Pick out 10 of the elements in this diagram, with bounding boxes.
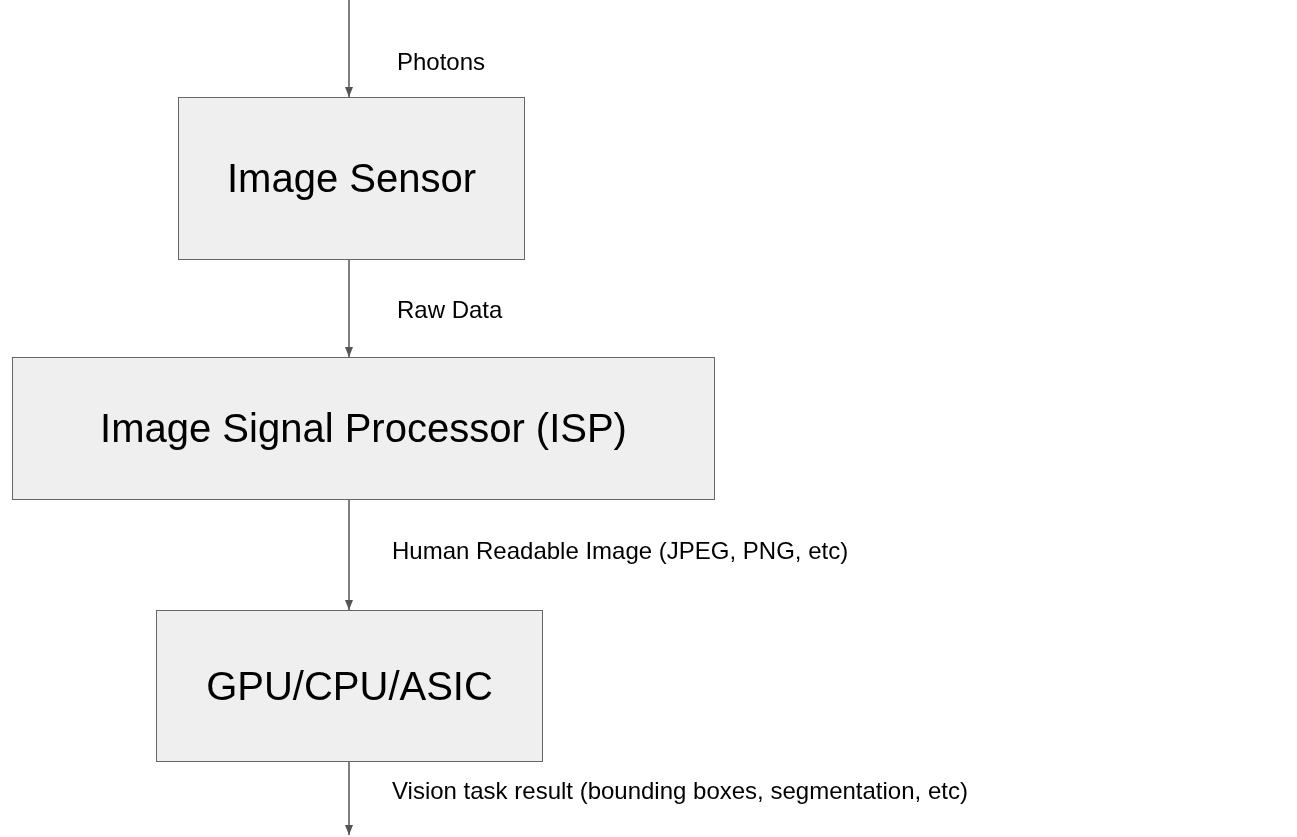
process-box xyxy=(156,610,543,762)
arrow xyxy=(344,0,354,98)
box-label: Image Sensor xyxy=(227,156,476,201)
process-box xyxy=(178,97,525,260)
arrow xyxy=(344,259,354,358)
box-label: GPU/CPU/ASIC xyxy=(206,663,493,709)
arrow xyxy=(344,499,354,611)
process-box xyxy=(12,357,715,500)
box-label: Image Signal Processor (ISP) xyxy=(100,406,627,451)
arrow xyxy=(344,761,354,836)
